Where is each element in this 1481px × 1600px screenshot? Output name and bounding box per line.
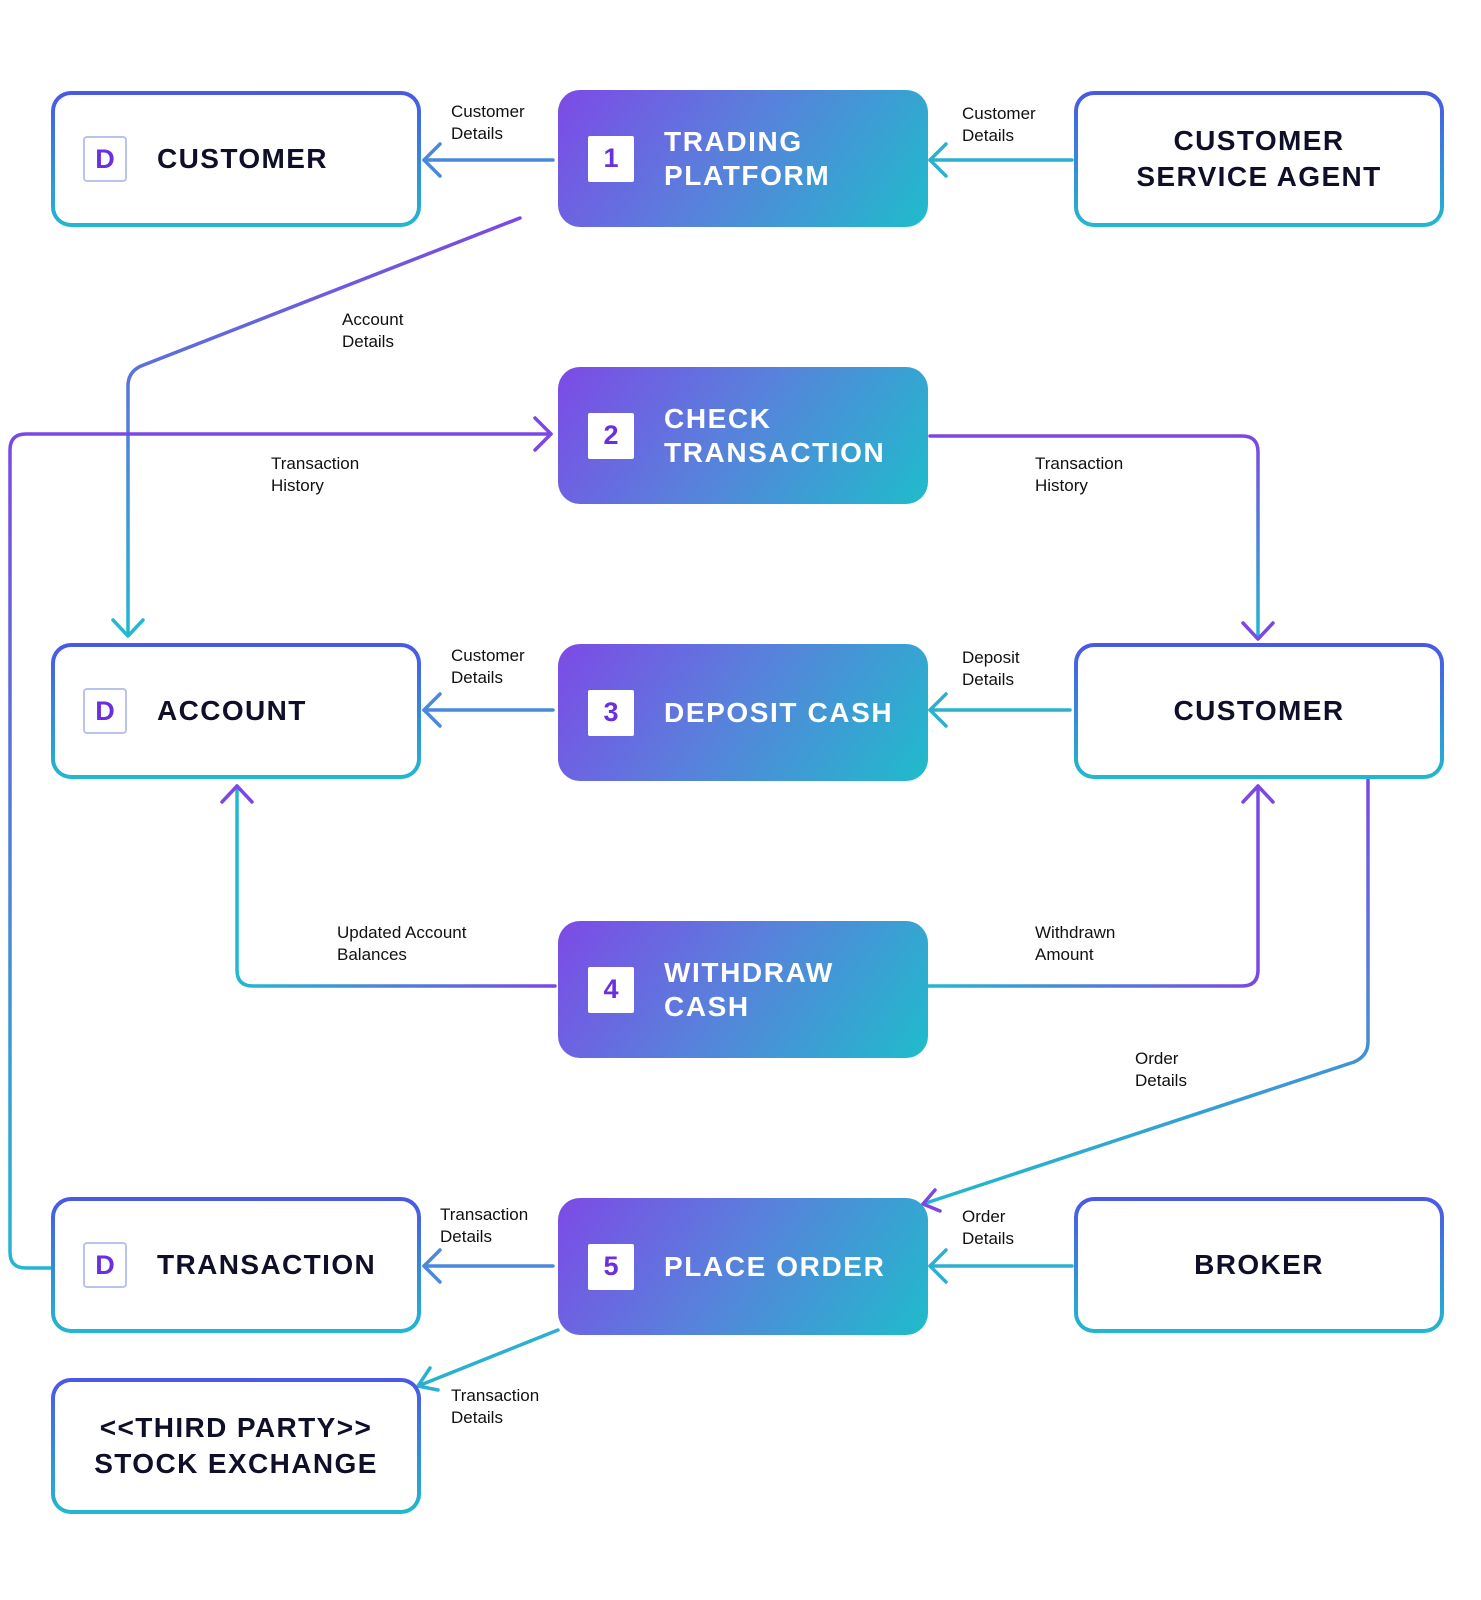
entity-label: ACCOUNT: [157, 695, 307, 726]
entity-label: BROKER: [1194, 1249, 1324, 1280]
arrowhead-withdraw-to-account: [220, 784, 254, 804]
flow-label-withdraw-to-account: Updated Account Balances: [337, 923, 467, 964]
flow-tp-to-account: [126, 216, 522, 636]
entity-customer[interactable]: CUSTOMER: [1074, 643, 1444, 779]
entity-account-datastore[interactable]: D ACCOUNT: [51, 643, 421, 779]
flow-label-customer-to-deposit: Deposit Details: [962, 648, 1020, 689]
process-number: 5: [588, 1243, 634, 1290]
entity-customer-datastore[interactable]: D CUSTOMER: [51, 91, 421, 227]
process-number: 1: [588, 135, 634, 182]
datastore-badge: D: [83, 688, 127, 734]
entity-label: CUSTOMER: [1173, 695, 1345, 726]
arrowhead-order-to-exchange: [416, 1366, 440, 1392]
flow-label-customer-to-order: Order Details: [1135, 1049, 1187, 1090]
flow-label-transaction-to-check: Transaction History: [271, 454, 360, 495]
arrowhead-withdraw-to-customer: [1241, 784, 1275, 804]
entity-label: CUSTOMER SERVICE AGENT: [1136, 125, 1382, 192]
process-number: 2: [588, 412, 634, 459]
arrowhead-transaction-to-check: [533, 416, 553, 452]
flow-label-tp-to-customer: Customer Details: [451, 102, 525, 143]
datastore-badge: D: [83, 1242, 127, 1288]
flow-label-broker-to-order: Order Details: [962, 1207, 1014, 1248]
arrowhead-customer-to-order: [921, 1188, 942, 1213]
arrowhead-order-to-transaction: [422, 1248, 442, 1284]
flow-label-agent-to-tp: Customer Details: [962, 104, 1036, 145]
flow-withdraw-to-account: [235, 784, 557, 988]
process-title: WITHDRAW CASH: [664, 956, 834, 1022]
entity-stock-exchange[interactable]: <<THIRD PARTY>> STOCK EXCHANGE: [51, 1378, 421, 1514]
arrowhead-tp-to-account: [111, 618, 145, 638]
arrowhead-check-to-customer: [1241, 621, 1275, 641]
entity-customer-service-agent[interactable]: CUSTOMER SERVICE AGENT: [1074, 91, 1444, 227]
arrowhead-deposit-to-account: [422, 692, 442, 728]
flow-label-deposit-to-account: Customer Details: [451, 646, 525, 687]
process-check-transaction[interactable]: 2 CHECK TRANSACTION: [558, 367, 928, 504]
process-number: 3: [588, 689, 634, 736]
entity-transaction-datastore[interactable]: D TRANSACTION: [51, 1197, 421, 1333]
flow-order-to-exchange: [416, 1328, 560, 1388]
flow-check-to-customer: [928, 434, 1260, 640]
process-title: CHECK TRANSACTION: [664, 402, 886, 468]
entity-label: CUSTOMER: [157, 143, 328, 174]
datastore-badge: D: [83, 136, 127, 182]
flow-label-withdraw-to-customer: Withdrawn Amount: [1035, 923, 1116, 964]
arrowhead-broker-to-order: [928, 1248, 948, 1284]
flow-label-order-to-exchange: Transaction Details: [451, 1386, 540, 1427]
arrowhead-agent-to-tp: [928, 142, 948, 178]
process-title: PLACE ORDER: [664, 1250, 886, 1282]
process-number: 4: [588, 966, 634, 1013]
entity-label: TRANSACTION: [157, 1249, 377, 1280]
entity-broker[interactable]: BROKER: [1074, 1197, 1444, 1333]
process-trading-platform[interactable]: 1 TRADING PLATFORM: [558, 90, 928, 227]
process-deposit-cash[interactable]: 3 DEPOSIT CASH: [558, 644, 928, 781]
flow-label-check-to-customer: Transaction History: [1035, 454, 1124, 495]
process-place-order[interactable]: 5 PLACE ORDER: [558, 1198, 928, 1335]
arrowhead-customer-to-deposit: [928, 692, 948, 728]
process-title: TRADING PLATFORM: [664, 125, 831, 191]
flow-label-tp-to-account: Account Details: [342, 310, 404, 351]
flow-withdraw-to-customer: [926, 784, 1260, 988]
process-withdraw-cash[interactable]: 4 WITHDRAW CASH: [558, 921, 928, 1058]
process-title: DEPOSIT CASH: [664, 696, 894, 728]
entity-label: <<THIRD PARTY>> STOCK EXCHANGE: [94, 1412, 378, 1479]
flow-transaction-to-check: [8, 432, 553, 1270]
flow-customer-to-order: [921, 776, 1370, 1206]
flow-label-order-to-transaction: Transaction Details: [440, 1205, 529, 1246]
arrowhead-tp-to-customer: [422, 142, 442, 178]
